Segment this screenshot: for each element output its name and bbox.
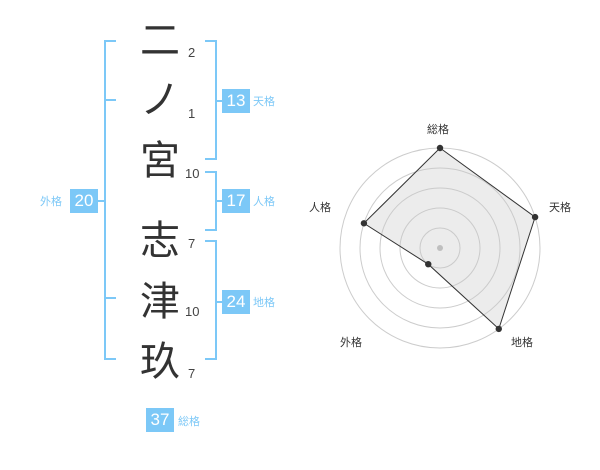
stroke-count-3: 10 <box>185 166 200 181</box>
radar-center-dot <box>437 245 443 251</box>
radar-data-polygon <box>363 147 536 330</box>
stroke-count-5: 10 <box>185 304 200 319</box>
soukaku-value: 37 <box>146 408 174 432</box>
chikaku-bracket <box>205 240 217 360</box>
chikaku-value: 24 <box>222 290 250 314</box>
radar-point-3 <box>495 325 502 333</box>
stroke-count-6: 7 <box>188 366 196 381</box>
name-char-5: 津 <box>140 279 180 325</box>
radar-grid-ring <box>359 167 521 329</box>
tenkaku-label: 天格 <box>253 95 275 108</box>
stroke-count-1: 2 <box>188 45 196 60</box>
radar-grid-ring <box>399 207 481 289</box>
radar-axis-label-chikaku: 地格 <box>511 336 533 349</box>
name-char-4: 志 <box>140 218 180 264</box>
radar-axis-label-jinkaku: 人格 <box>309 201 331 214</box>
radar-axis-label-soukaku: 総格 <box>427 123 449 136</box>
radar-axis-label-tenkaku: 天格 <box>549 201 571 214</box>
jinkaku-value: 17 <box>222 189 250 213</box>
chikaku-label: 地格 <box>253 296 275 309</box>
radar-axis-label-gaikaku: 外格 <box>340 336 362 349</box>
radar-point-5 <box>360 220 368 227</box>
radar-point-2 <box>531 213 539 221</box>
jinkaku-label: 人格 <box>253 195 275 208</box>
radar-point-1 <box>436 144 444 152</box>
stroke-count-2: 1 <box>188 106 196 121</box>
name-char-3: 宮 <box>140 138 180 184</box>
radar-grid-ring <box>419 227 461 269</box>
name-char-2: ノ <box>140 77 180 123</box>
stroke-count-4: 7 <box>188 236 196 251</box>
soukaku-label: 総格 <box>178 415 200 428</box>
gaikaku-value: 20 <box>70 189 98 213</box>
radar-point-4 <box>425 260 432 268</box>
tenkaku-value: 13 <box>222 89 250 113</box>
name-char-6: 玖 <box>140 339 180 385</box>
radar-grid-ring <box>379 187 501 309</box>
name-char-1: 二 <box>140 18 180 64</box>
gaikaku-label: 外格 <box>40 195 62 208</box>
